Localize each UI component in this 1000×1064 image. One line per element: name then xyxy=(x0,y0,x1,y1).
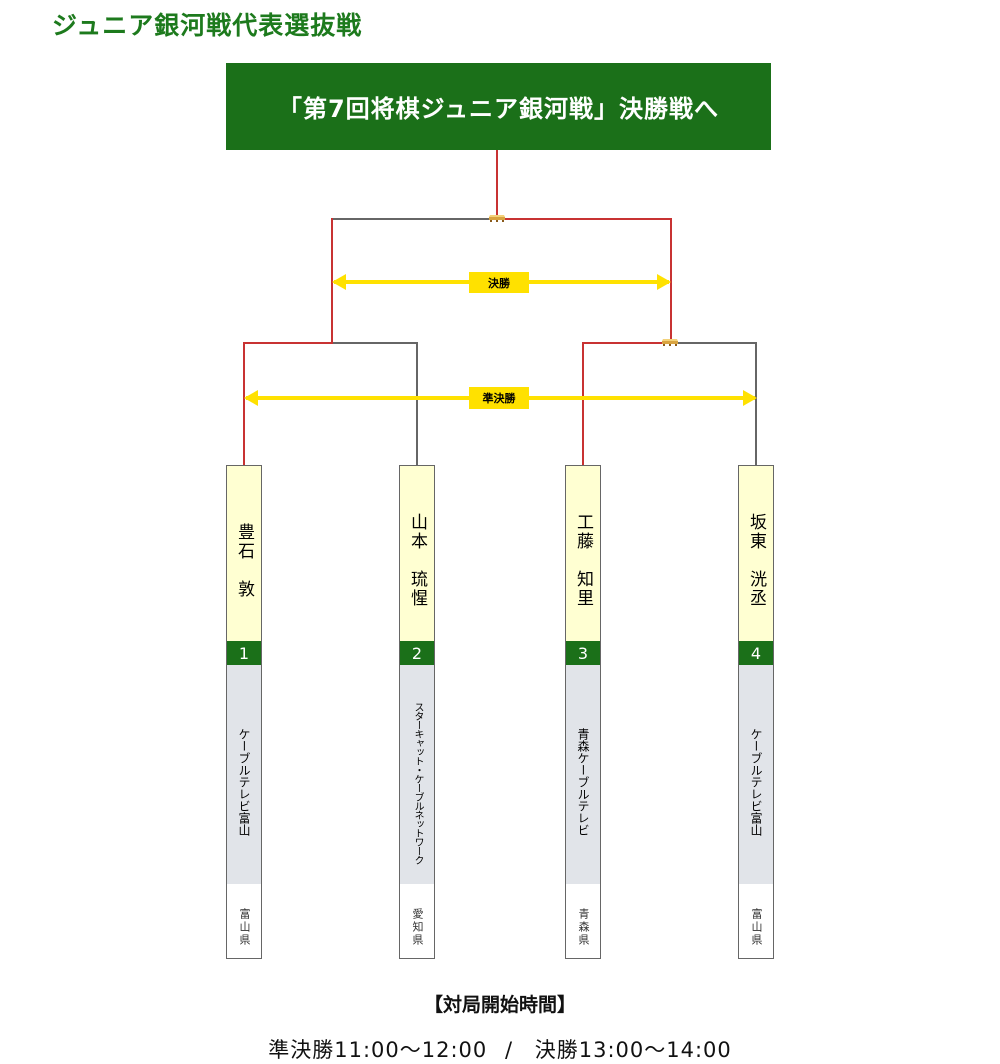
player-prefecture: 青森県 xyxy=(566,884,600,958)
final-round-label: 決勝 xyxy=(469,272,529,293)
semi2-winner-vertical xyxy=(582,342,584,465)
player-name: 山本 琉惺 xyxy=(400,466,434,641)
final-right-line xyxy=(503,218,672,220)
semi1-winner-horizontal xyxy=(243,342,333,344)
semifinal-round-label: 準決勝 xyxy=(469,387,529,409)
semi1-loser-vertical xyxy=(416,342,418,465)
schedule-separator: / xyxy=(504,1038,514,1062)
final-right-vertical xyxy=(670,218,672,343)
player-card-3: 工藤 知里 3 青森ケーブルテレビ 青森県 xyxy=(565,465,601,959)
semi2-winner-horizontal xyxy=(582,342,664,344)
player-seed: 4 xyxy=(739,641,773,665)
semi2-loser-horizontal xyxy=(678,342,757,344)
player-seed: 1 xyxy=(227,641,261,665)
player-prefecture: 愛知県 xyxy=(400,884,434,958)
arrow-left-icon xyxy=(332,274,346,290)
arrow-left-icon xyxy=(244,390,258,406)
player-seed: 2 xyxy=(400,641,434,665)
semifinal-time: 準決勝11:00～12:00 xyxy=(268,1038,488,1062)
final-banner-text: 「第7回将棋ジュニア銀河戦」決勝戦へ xyxy=(277,95,720,123)
player-name: 豊石 敦 xyxy=(227,466,261,641)
player-prefecture: 富山県 xyxy=(739,884,773,958)
player-card-4: 坂東 洸丞 4 ケーブルテレビ富山 富山県 xyxy=(738,465,774,959)
schedule-title: 【対局開始時間】 xyxy=(423,994,576,1016)
player-seed: 3 xyxy=(566,641,600,665)
shogi-board-icon xyxy=(489,215,505,222)
arrow-right-icon xyxy=(743,390,757,406)
player-team: 青森ケーブルテレビ xyxy=(566,665,600,884)
arrow-right-icon xyxy=(657,274,671,290)
player-prefecture: 富山県 xyxy=(227,884,261,958)
player-name: 工藤 知里 xyxy=(566,466,600,641)
final-banner: 「第7回将棋ジュニア銀河戦」決勝戦へ xyxy=(226,63,771,150)
page-title: ジュニア銀河戦代表選抜戦 xyxy=(52,11,363,40)
player-team: ケーブルテレビ富山 xyxy=(227,665,261,884)
final-winner-line xyxy=(496,150,498,219)
schedule-times: 準決勝11:00～12:00 / 決勝13:00～14:00 xyxy=(0,1034,1000,1064)
player-card-2: 山本 琉惺 2 スターキャット・ケーブルネットワーク 愛知県 xyxy=(399,465,435,959)
player-card-1: 豊石 敦 1 ケーブルテレビ富山 富山県 xyxy=(226,465,262,959)
final-left-line xyxy=(332,218,492,220)
shogi-board-icon xyxy=(662,339,678,346)
player-team: スターキャット・ケーブルネットワーク xyxy=(400,665,434,884)
final-time: 決勝13:00～14:00 xyxy=(534,1038,732,1062)
player-name: 坂東 洸丞 xyxy=(739,466,773,641)
semi1-loser-horizontal xyxy=(333,342,418,344)
player-team: ケーブルテレビ富山 xyxy=(739,665,773,884)
